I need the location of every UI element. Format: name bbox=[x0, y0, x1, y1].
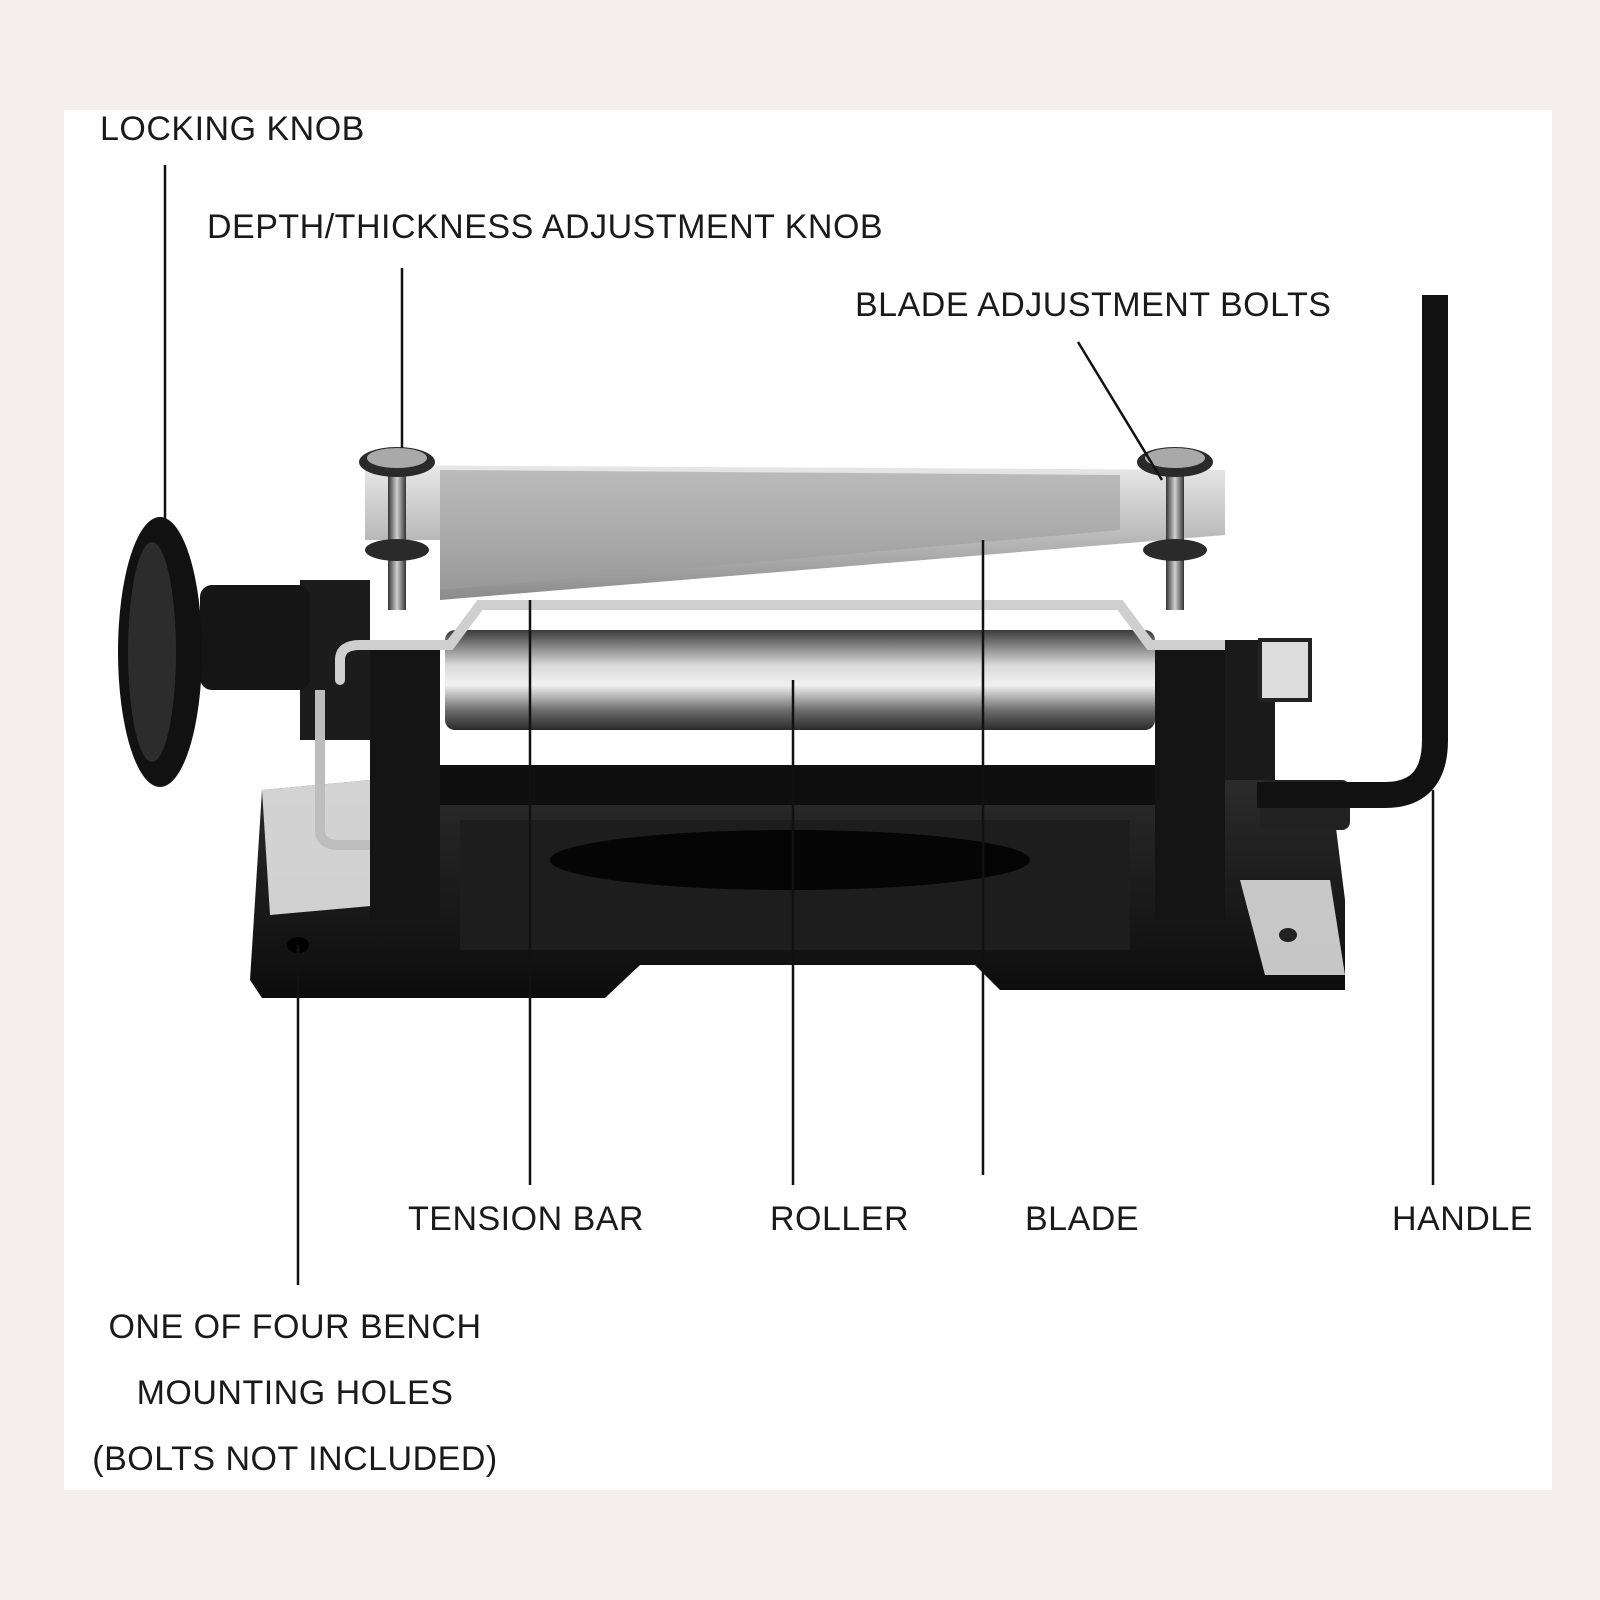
base-plate-highlight-right bbox=[1240, 880, 1345, 975]
rear-shaft bbox=[440, 765, 1155, 805]
label-blade: BLADE bbox=[1025, 1200, 1139, 1238]
label-mounting-line-1: ONE OF FOUR BENCH bbox=[108, 1308, 482, 1346]
blade-bolt-top bbox=[1145, 448, 1205, 468]
base-plate-slot bbox=[550, 830, 1030, 890]
tension-bar-rod bbox=[335, 600, 1235, 685]
blade-shadow bbox=[440, 470, 1120, 590]
locking-knob-face bbox=[128, 542, 176, 762]
label-mounting-line-3: (BOLTS NOT INCLUDED) bbox=[92, 1440, 498, 1478]
label-locking-knob: LOCKING KNOB bbox=[100, 110, 365, 148]
blade-bolt-nut bbox=[1143, 539, 1207, 561]
roller-drum bbox=[445, 630, 1155, 730]
depth-knob-nut bbox=[365, 539, 429, 561]
locking-knob-hub bbox=[200, 585, 310, 690]
depth-knob-top bbox=[367, 448, 427, 468]
left-upright bbox=[370, 640, 440, 920]
label-mounting-line-2: MOUNTING HOLES bbox=[136, 1374, 454, 1412]
depth-adjustment-knob bbox=[359, 447, 435, 610]
handle-lever bbox=[1257, 295, 1448, 808]
label-blade-adjustment-bolts: BLADE ADJUSTMENT BOLTS bbox=[855, 286, 1332, 324]
label-mounting-holes: ONE OF FOUR BENCH MOUNTING HOLES (BOLTS … bbox=[60, 1310, 530, 1476]
base-plate bbox=[250, 780, 1345, 998]
label-tension-bar: TENSION BAR bbox=[408, 1200, 644, 1238]
base-plate-highlight-left bbox=[262, 780, 382, 915]
right-upright bbox=[1155, 640, 1225, 920]
label-roller: ROLLER bbox=[770, 1200, 910, 1238]
leader-lines bbox=[163, 165, 1435, 1285]
leader-blade-bolts bbox=[1076, 341, 1164, 481]
tension-bar-bend bbox=[315, 690, 370, 850]
label-depth-adjustment-knob: DEPTH/THICKNESS ADJUSTMENT KNOB bbox=[207, 208, 884, 246]
blade-adjustment-bolt bbox=[1137, 447, 1213, 610]
blade-assembly bbox=[365, 465, 1225, 600]
mounting-hole-icon-right bbox=[1279, 928, 1297, 942]
locking-knob bbox=[118, 517, 310, 787]
handle-crank bbox=[1225, 295, 1448, 830]
handle-bracket bbox=[1258, 638, 1312, 702]
label-handle: HANDLE bbox=[1392, 1200, 1533, 1238]
